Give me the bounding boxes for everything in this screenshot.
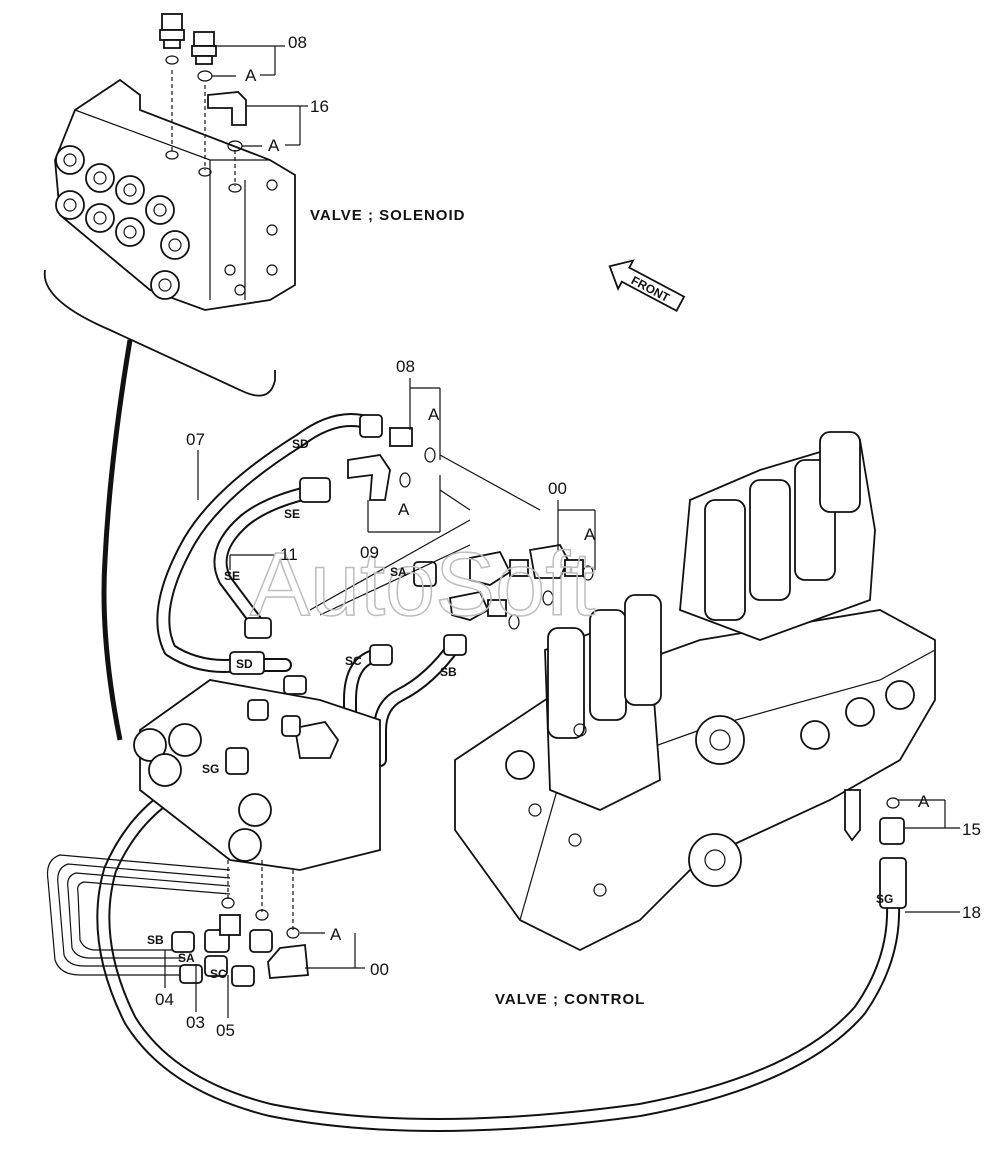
part-number-03: 03 (186, 1013, 205, 1032)
hose-tag-sg: SG (876, 892, 893, 906)
hose-tag-sd: SD (292, 437, 309, 451)
solenoid-valve-title: VALVE ; SOLENOID (310, 207, 465, 224)
hose-tag-sb: SB (147, 933, 164, 947)
group-mark-a: A (330, 925, 342, 944)
part-number-11: 11 (280, 545, 298, 564)
part-number-07: 07 (186, 430, 205, 449)
hose-tag-sg: SG (202, 762, 219, 776)
group-mark-a: A (918, 792, 930, 811)
part-number-00-bottom: 00 (370, 960, 389, 979)
group-mark-a: A (584, 525, 596, 544)
part-number-00-mid: 00 (548, 479, 567, 498)
leaders-top (205, 45, 308, 147)
part-number-08-top: 08 (288, 33, 307, 52)
group-mark-a: A (428, 405, 440, 424)
control-valve-drawing (454, 431, 936, 952)
group-mark-a: A (398, 500, 410, 519)
hose-tag-sb: SB (440, 665, 457, 679)
mid-fittings (229, 414, 907, 909)
part-number-09: 09 (360, 543, 379, 562)
leaders-mid (164, 378, 960, 1018)
lower-left-valve-section (133, 679, 381, 987)
solenoid-valve-drawing (43, 70, 296, 397)
group-mark-a: A (245, 66, 257, 85)
watermark: AutoSoft (250, 535, 595, 635)
group-mark-a: A (268, 136, 280, 155)
part-number-04: 04 (155, 990, 174, 1009)
front-arrow: FRONT (608, 259, 686, 313)
hose-tag-sd: SD (236, 657, 253, 671)
connector-line (101, 339, 133, 741)
part-number-05: 05 (216, 1021, 235, 1040)
part-number-15: 15 (962, 820, 981, 839)
hose-tag-se: SE (224, 569, 240, 583)
hose-tag-sa: SA (390, 565, 407, 579)
hose-tag-sa: SA (178, 951, 195, 965)
hose-tag-se: SE (284, 507, 300, 521)
part-number-16: 16 (310, 97, 329, 116)
control-valve-title: VALVE ; CONTROL (495, 991, 645, 1008)
part-number-08-mid: 08 (396, 357, 415, 376)
part-number-18: 18 (962, 903, 981, 922)
hose-tag-sc: SC (210, 967, 227, 981)
hose-tag-sc: SC (345, 654, 362, 668)
